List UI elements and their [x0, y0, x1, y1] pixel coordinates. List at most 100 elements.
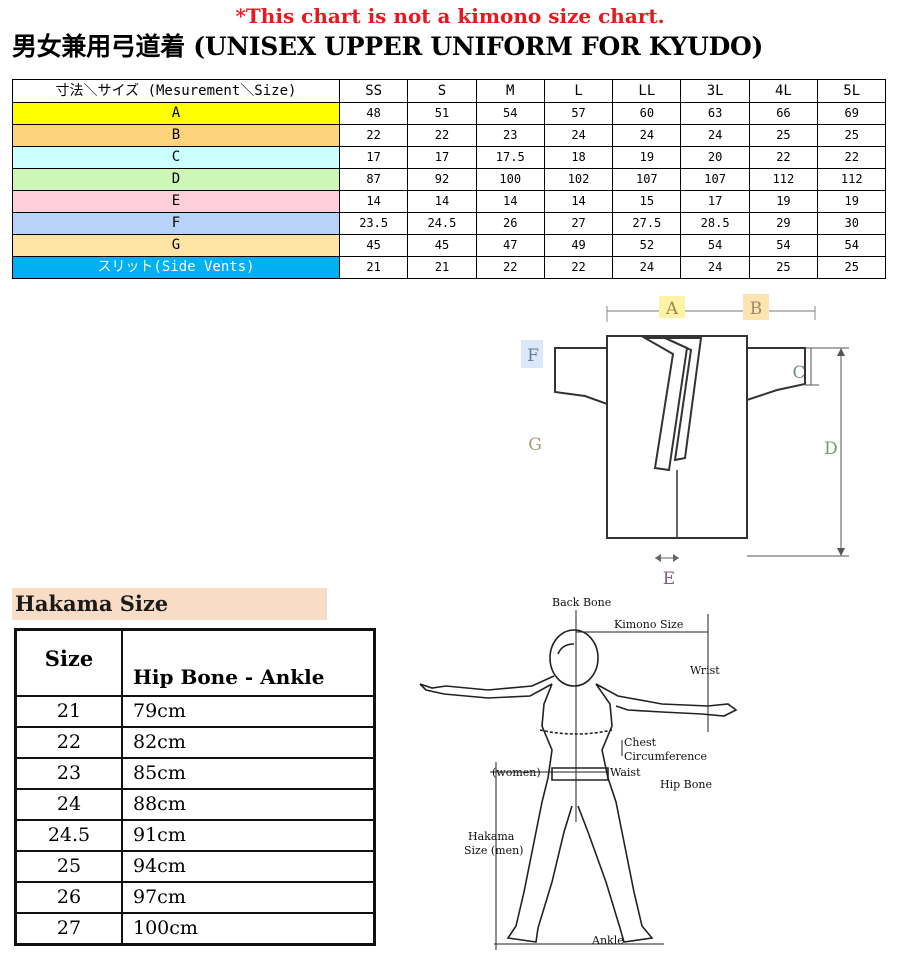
collar-left [641, 337, 689, 472]
size-value-cell: 19 [748, 190, 819, 213]
size-value-cell: 19 [817, 190, 887, 213]
measurement-label: B [12, 124, 340, 147]
size-header-cell: SS [338, 79, 409, 103]
measurement-label: C [12, 146, 340, 169]
hakama-label: Hakama [468, 830, 515, 843]
size-value-cell: 49 [543, 234, 614, 257]
figure-head [549, 629, 599, 687]
size-header-cell: S [407, 79, 477, 103]
kimono-size-label: Kimono Size [614, 618, 683, 631]
hakama-header-row: Size Hip Bone - Ankle [14, 628, 376, 697]
waist-label: Waist [610, 766, 641, 779]
size-value-cell: 18 [543, 146, 614, 169]
figure-left-arm [419, 675, 555, 699]
size-value-cell: 107 [680, 168, 750, 191]
measurement-size-header: 寸法＼サイズ (Mesurement＼Size) [12, 79, 340, 103]
uniform-measurement-diagram: A B C D E F G [521, 294, 849, 589]
hakama-length-cell: 85cm [121, 757, 376, 790]
measurement-label: G [12, 234, 340, 257]
size-value-cell: 22 [475, 256, 545, 279]
size-value-cell: 63 [680, 102, 750, 125]
hakama-length-cell: 91cm [121, 819, 376, 852]
ankle-label: Ankle [591, 934, 624, 947]
size-value-cell: 102 [543, 168, 614, 191]
hakama-header-size: Size [14, 628, 123, 697]
measurement-label: F [12, 212, 340, 235]
size-value-cell: 24 [680, 256, 750, 279]
size-value-cell: 45 [338, 234, 409, 257]
hakama-length-cell: 97cm [121, 881, 376, 914]
size-header-cell: 5L [817, 79, 887, 103]
size-men-label: Size (men) [464, 844, 523, 857]
size-value-cell: 26 [475, 212, 545, 235]
label-a-bg [659, 296, 685, 318]
size-value-cell: 21 [338, 256, 409, 279]
size-value-cell: 29 [748, 212, 819, 235]
hakama-header-length: Hip Bone - Ankle [121, 628, 376, 697]
hakama-size-cell: 24 [14, 788, 123, 821]
hakama-size-cell: 25 [14, 850, 123, 883]
label-f: F [527, 346, 539, 366]
size-value-cell: 57 [543, 102, 614, 125]
size-value-cell: 22 [543, 256, 614, 279]
hakama-size-title: Hakama Size [15, 591, 169, 616]
size-value-cell: 112 [748, 168, 819, 191]
size-value-cell: 22 [338, 124, 409, 147]
not-kimono-notice: *This chart is not a kimono size chart. [235, 4, 665, 28]
waist-band [551, 767, 609, 781]
size-value-cell: 54 [817, 234, 887, 257]
label-c: C [792, 363, 805, 383]
label-g: G [528, 435, 542, 455]
size-value-cell: 25 [817, 256, 887, 279]
hakama-length-cell: 88cm [121, 788, 376, 821]
size-value-cell: 92 [407, 168, 477, 191]
hakama-size-cell: 27 [14, 912, 123, 946]
hakama-length-cell: 94cm [121, 850, 376, 883]
size-value-cell: 69 [817, 102, 887, 125]
size-value-cell: 23 [475, 124, 545, 147]
size-value-cell: 54 [748, 234, 819, 257]
size-value-cell: 17 [338, 146, 409, 169]
measurement-label: D [12, 168, 340, 191]
left-sleeve [554, 347, 608, 406]
page-title: 男女兼用弓道着 (UNISEX UPPER UNIFORM FOR KYUDO) [12, 32, 764, 61]
hakama-length-cell: 82cm [121, 726, 376, 759]
collar-right [664, 337, 703, 462]
size-value-cell: 24 [543, 124, 614, 147]
measurement-label: スリット(Side Vents) [12, 256, 340, 279]
size-value-cell: 48 [338, 102, 409, 125]
size-value-cell: 14 [338, 190, 409, 213]
chest-label: Chest [624, 736, 657, 749]
size-value-cell: 100 [475, 168, 545, 191]
size-value-cell: 24 [680, 124, 750, 147]
hakama-size-cell: 21 [14, 695, 123, 728]
size-value-cell: 17 [680, 190, 750, 213]
size-value-cell: 27.5 [612, 212, 682, 235]
size-header-cell: M [475, 79, 545, 103]
size-value-cell: 107 [612, 168, 682, 191]
figure-hair [557, 643, 575, 655]
figure-left-side [506, 683, 573, 943]
size-value-cell: 24 [612, 256, 682, 279]
label-b-bg [743, 294, 769, 320]
size-value-cell: 22 [407, 124, 477, 147]
size-value-cell: 22 [817, 146, 887, 169]
figure-right-side [577, 683, 654, 943]
size-value-cell: 87 [338, 168, 409, 191]
size-value-cell: 52 [612, 234, 682, 257]
